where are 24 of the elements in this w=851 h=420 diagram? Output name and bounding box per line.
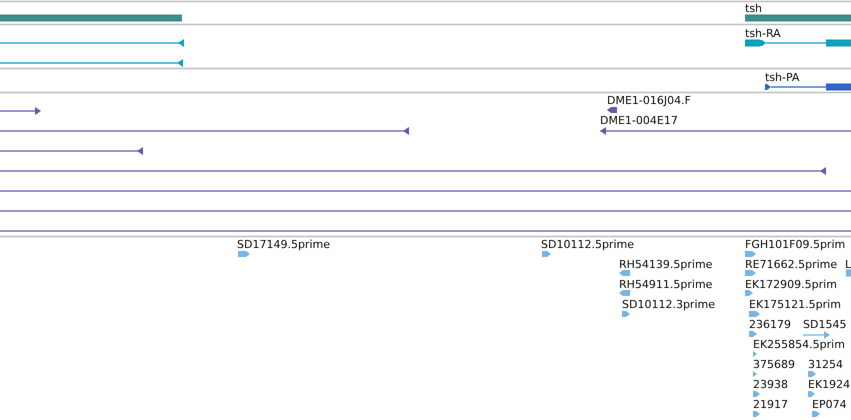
feature-label: RH54911.5prime xyxy=(619,278,712,292)
feature-label: tsh-PA xyxy=(765,71,800,85)
feature-label: RH54139.5prime xyxy=(619,258,712,272)
feature-label: L xyxy=(845,258,851,272)
feature-label: 236179 xyxy=(749,318,791,332)
feature-label: tsh-RA xyxy=(745,27,781,41)
feature-label: RE71662.5prime xyxy=(745,258,838,272)
feature-label: EK172909.5prim xyxy=(745,278,837,292)
feature-label: SD1545 xyxy=(803,318,846,332)
feature-label: EK175121.5prim xyxy=(749,298,841,312)
feature-label: 31254 xyxy=(808,358,843,372)
feature-label: DME1-004E17 xyxy=(600,114,678,128)
feature-label: SD10112.5prime xyxy=(541,238,634,252)
feature-label: tsh xyxy=(745,2,762,16)
feature-label: 23938 xyxy=(753,378,788,392)
feature-label: EP074 xyxy=(812,398,847,412)
feature-label: 21917 xyxy=(753,398,788,412)
feature-label: SD10112.3prime xyxy=(622,298,715,312)
feature-label: 375689 xyxy=(753,358,795,372)
feature-label: EK255854.5prim xyxy=(753,338,845,352)
feature-label: EK1924 xyxy=(808,378,850,392)
feature-label: FGH101F09.5prim xyxy=(745,238,846,252)
feature-label: SD17149.5prime xyxy=(237,238,330,252)
feature-label: DME1-016J04.F xyxy=(607,94,691,108)
